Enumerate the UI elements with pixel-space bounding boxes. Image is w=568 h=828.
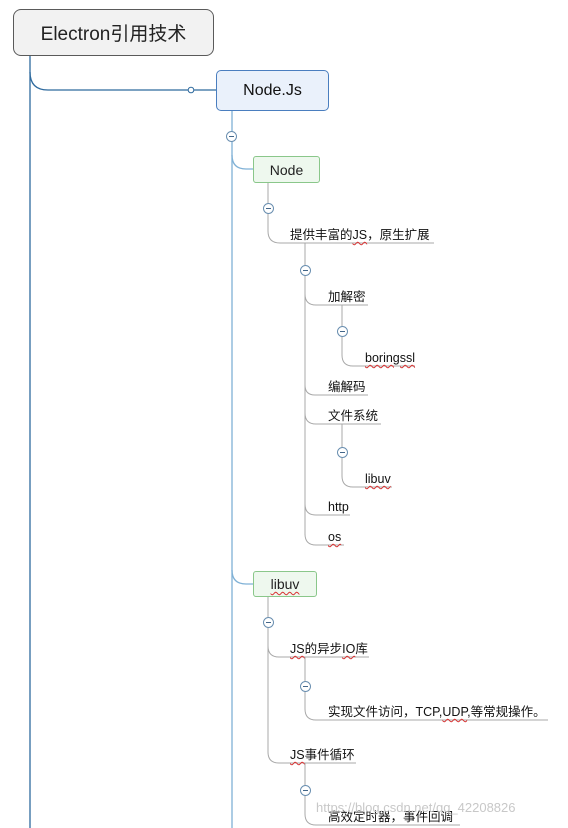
leaf-text: boringssl <box>365 351 416 365</box>
connector-fs-libuv <box>341 424 392 488</box>
leaf-text: http <box>328 500 349 514</box>
collapse-minus-icon[interactable] <box>263 203 274 214</box>
topic-nodejs-label: Node.Js <box>243 81 302 99</box>
collapse-minus-icon[interactable] <box>300 785 311 796</box>
topic-http[interactable]: http <box>328 499 349 515</box>
connector-to-node <box>231 154 253 170</box>
leaf-text: JS <box>290 642 305 656</box>
collapse-minus-icon[interactable] <box>263 617 274 628</box>
leaf-text: JS <box>290 748 305 762</box>
leaf-text: 实现文件访问， <box>328 705 416 719</box>
topic-fs-libuv[interactable]: libuv <box>365 471 391 487</box>
topic-os[interactable]: os <box>328 529 341 545</box>
connector-http <box>304 503 350 516</box>
leaf-text: libuv <box>365 472 391 486</box>
topic-nodejs[interactable]: Node.Js <box>216 70 329 111</box>
connector-node-child <box>267 183 434 244</box>
connector-event-loop-child <box>304 763 460 826</box>
collapse-minus-icon[interactable] <box>300 681 311 692</box>
leaf-text: UDP <box>442 705 468 719</box>
leaf-text: , <box>438 705 443 719</box>
connector-root-nodejs <box>29 71 216 91</box>
topic-node[interactable]: Node <box>253 156 320 183</box>
leaf-text: 提供丰富的 <box>290 228 353 242</box>
connector-boringssl <box>341 305 415 367</box>
collapse-minus-icon[interactable] <box>337 326 348 337</box>
connector-codec <box>304 384 368 396</box>
leaf-text: 编解码 <box>328 380 366 394</box>
leaf-text: 的异步 <box>304 642 343 656</box>
topic-libuv-label: libuv <box>270 576 300 592</box>
topic-codec[interactable]: 编解码 <box>328 379 366 395</box>
leaf-text: ,等常规操作。 <box>467 705 546 719</box>
leaf-text: IO <box>342 642 356 656</box>
topic-node-label: Node <box>269 161 304 178</box>
leaf-text: 库 <box>355 642 368 656</box>
topic-crypto[interactable]: 加解密 <box>328 289 366 305</box>
topic-file-access[interactable]: 实现文件访问，TCP,UDP,等常规操作。 <box>328 704 546 720</box>
leaf-text: 加解密 <box>328 290 366 304</box>
connector-crypto <box>304 293 368 306</box>
leaf-text: TCP <box>415 705 439 719</box>
collapse-minus-icon[interactable] <box>226 131 237 142</box>
topic-native-extensions[interactable]: 提供丰富的JS，原生扩展 <box>290 227 430 243</box>
leaf-text: JS <box>352 228 368 242</box>
connector-async-io <box>267 645 369 658</box>
leaf-text: ，原生扩展 <box>367 228 430 242</box>
leaf-text: 事件循环 <box>304 748 355 762</box>
connector-async-io-child <box>304 657 548 721</box>
topic-libuv[interactable]: libuv <box>253 571 317 597</box>
connector-dot-icon <box>187 86 195 94</box>
collapse-minus-icon[interactable] <box>337 447 348 458</box>
root-topic-label: Electron引用技术 <box>40 24 187 45</box>
topic-async-io[interactable]: JS的异步IO库 <box>290 641 368 657</box>
connector-fs <box>304 412 381 425</box>
connector-to-libuv <box>231 569 253 585</box>
topic-filesystem[interactable]: 文件系统 <box>328 408 378 424</box>
root-topic[interactable]: Electron引用技术 <box>13 9 214 56</box>
connector-os <box>304 533 344 546</box>
leaf-text: 高效定时器，事件回调 <box>328 810 454 824</box>
leaf-text: 文件系统 <box>328 409 379 423</box>
topic-timers[interactable]: 高效定时器，事件回调 <box>328 809 453 825</box>
collapse-minus-icon[interactable] <box>300 265 311 276</box>
watermark: https://blog.csdn.net/qq_42208826 <box>316 800 516 815</box>
topic-event-loop[interactable]: JS事件循环 <box>290 747 355 763</box>
connector-libuv-trunk <box>267 597 356 764</box>
leaf-text: os <box>328 530 342 544</box>
topic-boringssl[interactable]: boringssl <box>365 350 415 366</box>
